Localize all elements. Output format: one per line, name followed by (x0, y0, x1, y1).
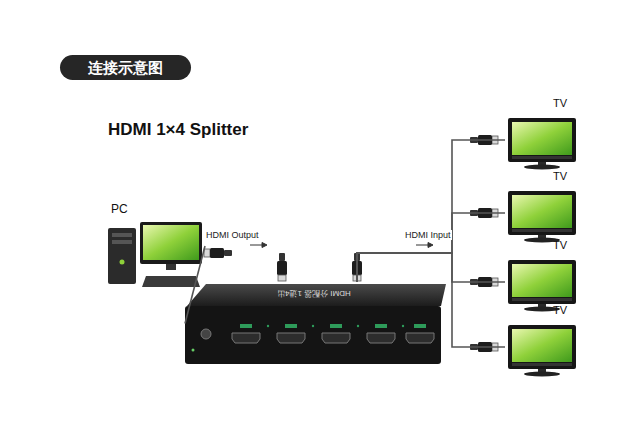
port-tag (240, 324, 252, 328)
port-dot (357, 325, 359, 327)
port-dot (312, 325, 314, 327)
pc-keyboard (142, 276, 200, 287)
node-label: HDMI 分配器 1进4出 (277, 288, 351, 299)
tv-node: TV (505, 302, 581, 375)
hdmi-cable (357, 253, 505, 347)
port-dots (267, 325, 404, 327)
splitter-node: HDMI 分配器 1进4出 (185, 282, 443, 365)
tv-node: TV (505, 95, 581, 168)
page-heading: 连接示意图 (60, 55, 191, 80)
splitter-illustration (185, 284, 446, 364)
hdmi-port (232, 333, 260, 343)
hdmi-cable (357, 253, 505, 282)
cable-label: HDMI Input (404, 230, 452, 240)
hdmi-cable (357, 140, 505, 282)
cable-label: HDMI Output (205, 230, 260, 240)
splitter-front (185, 306, 441, 364)
port-dot (267, 325, 269, 327)
splitter-top (187, 284, 446, 306)
node-label: PC (111, 202, 128, 216)
hdmi-cable (357, 213, 505, 282)
pc-screen (143, 225, 199, 260)
hdmi-plugs (204, 135, 498, 352)
tv-set (508, 325, 576, 377)
tv-set (508, 260, 576, 312)
direction-arrow (250, 245, 262, 246)
tv-illustrations (508, 118, 576, 377)
tv-set (508, 191, 576, 243)
power-jack (201, 329, 211, 339)
node-label: TV (553, 97, 567, 109)
hdmi-cable (185, 246, 205, 324)
direction-arrow-head (428, 243, 433, 248)
pc-stand (166, 264, 176, 270)
hdmi-port (277, 333, 305, 343)
port-tags (240, 324, 426, 328)
node-label: TV (553, 304, 567, 316)
port-tag (330, 324, 342, 328)
node-label: TV (553, 239, 567, 251)
direction-arrow-head (262, 243, 267, 248)
hdmi-ports (232, 333, 434, 343)
led (192, 349, 195, 352)
tv-node: TV (505, 237, 581, 310)
node-label: TV (553, 170, 567, 182)
port-tag (414, 324, 426, 328)
hdmi-port (367, 333, 395, 343)
pc-power-button (120, 260, 125, 265)
pc-tower-face (112, 240, 132, 244)
pc-node: PC (105, 200, 205, 292)
hdmi-port (322, 333, 350, 343)
tv-node: TV (505, 168, 581, 241)
pc-tower-face (112, 233, 132, 237)
port-tag (285, 324, 297, 328)
port-dot (402, 325, 404, 327)
pc-tower (108, 228, 136, 284)
hdmi-plug (277, 253, 287, 281)
direction-arrows (250, 243, 433, 248)
hdmi-plug (204, 248, 232, 258)
pc-illustration (108, 222, 202, 287)
pc-monitor (140, 222, 202, 264)
direction-arrow (416, 245, 428, 246)
hdmi-port (406, 333, 434, 343)
diagram-heading: HDMI 1×4 Splitter (108, 120, 248, 140)
tv-set (508, 118, 576, 170)
port-tag (375, 324, 387, 328)
